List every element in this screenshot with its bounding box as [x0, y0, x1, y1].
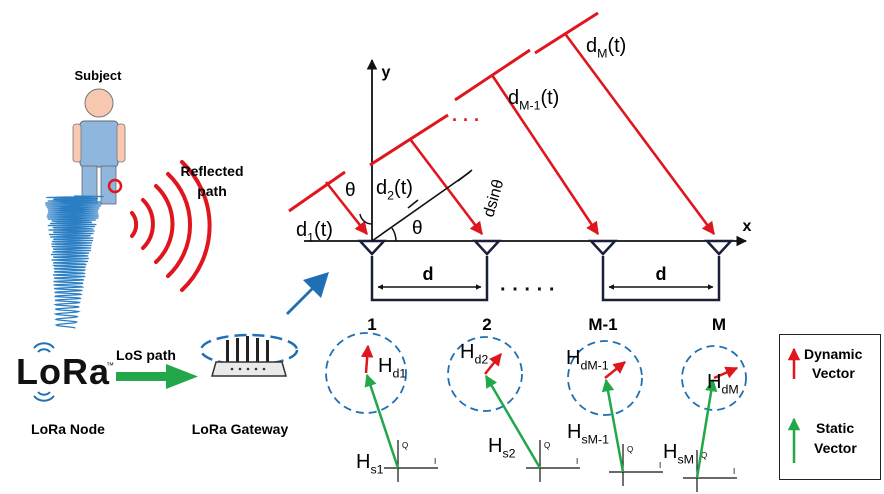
- dsin-theta-label: dsinθ: [481, 178, 508, 220]
- wavefront-line: [371, 171, 471, 242]
- legend-dynamic-line2: Vector: [812, 365, 855, 381]
- dynamic-range-circle: [567, 340, 643, 416]
- phasor-diagram-3: Q I HsM-1 HdM-1: [566, 340, 663, 486]
- dynamic-range-circle: [681, 345, 747, 411]
- incident-ray-1: [324, 181, 369, 236]
- phasor-diagram-4: Q I HsM HdM: [663, 345, 747, 492]
- lora-gateway-label: LoRa Gateway: [192, 421, 289, 437]
- q-axis-label: Q: [402, 441, 408, 450]
- antenna-label-1: 1: [367, 315, 376, 334]
- q-axis-label: Q: [544, 441, 550, 450]
- incident-ray-4: [564, 34, 716, 236]
- q-axis-label: Q: [627, 445, 633, 454]
- incident-rays: d1(t) d2(t) dM-1(t) dM(t): [288, 11, 716, 245]
- legend-static-line1: Static: [816, 420, 854, 436]
- upper-dots: · · ·: [452, 110, 480, 130]
- static-vector-label-3: HsM-1: [567, 421, 609, 447]
- antenna-4-icon: [704, 239, 734, 256]
- lora-chirp-signal: [45, 195, 104, 329]
- blue-direction-arrow: [286, 272, 329, 315]
- antenna-3-icon: [588, 239, 618, 256]
- dynamic-vector-label-4: HdM: [707, 371, 739, 397]
- spacing-label-1: d: [423, 264, 434, 284]
- phasor-diagram-1: Q I Hs1 Hd1: [325, 332, 438, 482]
- dynamic-vector-label-3: HdM-1: [566, 347, 609, 373]
- legend-static-line2: Vector: [814, 440, 857, 456]
- dynamic-vector-arrow: [713, 366, 739, 380]
- reflected-path-label-2: path: [197, 183, 227, 199]
- antenna-label-2: 2: [482, 315, 491, 334]
- wavefront-bar-2: [369, 113, 449, 167]
- static-vector-arrow: [484, 374, 542, 469]
- y-axis-label: y: [382, 64, 391, 81]
- theta-arc-upper: [359, 213, 373, 225]
- dynamic-range-circle: [447, 336, 523, 412]
- distance-label-3: dM-1(t): [508, 87, 559, 113]
- i-axis-label: I: [576, 457, 578, 466]
- theta-label-lower: θ: [412, 218, 423, 239]
- distance-label-1: d1(t): [296, 219, 333, 245]
- reflected-wave-arcs: [130, 160, 212, 292]
- theta-label-upper: θ: [345, 180, 356, 201]
- dynamic-vector-label-2: Hd2: [460, 341, 488, 367]
- antenna-label-3: M-1: [588, 315, 617, 334]
- antenna-array: [357, 239, 734, 256]
- legend-dynamic-line1: Dynamic: [804, 346, 863, 362]
- dynamic-range-circle: [325, 332, 407, 414]
- lora-node-label: LoRa Node: [31, 421, 105, 437]
- svg-text:™: ™: [106, 361, 114, 370]
- los-path-arrow: [116, 364, 198, 389]
- subject-label: Subject: [75, 68, 123, 83]
- phasor-diagram-2: Q I Hs2 Hd2: [447, 336, 580, 482]
- wavefront-bar-4: [534, 11, 599, 55]
- subject-person-icon: [72, 88, 126, 205]
- i-axis-label: I: [733, 467, 735, 476]
- distance-label-4: dM(t): [586, 35, 626, 61]
- static-vector-label-2: Hs2: [488, 435, 516, 461]
- x-axis-label: x: [743, 218, 752, 235]
- i-axis-label: I: [434, 457, 436, 466]
- spacing-bracket-1: [370, 256, 489, 302]
- static-vector-label-1: Hs1: [356, 451, 384, 477]
- theta-arc-lower: [391, 227, 397, 242]
- lora-logo: LoRa ™: [16, 342, 114, 402]
- dynamic-vector-arrow: [484, 353, 502, 375]
- incident-ray-2: [408, 138, 484, 236]
- spacing-label-2: d: [656, 264, 667, 284]
- antenna-2-icon: [472, 239, 502, 256]
- dynamic-vector-arrow: [360, 344, 374, 374]
- q-axis-label: Q: [701, 451, 707, 460]
- dsin-tick-top: [457, 169, 473, 182]
- dynamic-vector-arrow: [604, 361, 626, 379]
- projection-line: [407, 199, 419, 209]
- svg-text:LoRa: LoRa: [16, 351, 110, 392]
- wavefront-bar-1: [288, 170, 346, 213]
- array-ellipsis: · · · · ·: [500, 279, 556, 301]
- dynamic-vector-label-1: Hd1: [378, 355, 406, 381]
- static-vector-arrow: [601, 378, 625, 473]
- static-vector-label-4: HsM: [663, 441, 694, 467]
- i-axis-label: I: [659, 461, 661, 470]
- antenna-label-4: M: [712, 315, 726, 334]
- static-vector-arrow: [695, 378, 718, 479]
- static-vector-arrow: [364, 373, 400, 469]
- los-path-label: LoS path: [116, 347, 176, 363]
- antenna-1-icon: [357, 239, 387, 256]
- distance-label-2: d2(t): [376, 177, 413, 203]
- antenna-index-labels: 1 2 M-1 M: [367, 315, 726, 334]
- incident-ray-3: [490, 74, 600, 236]
- spacing-bracket-2: [601, 256, 721, 302]
- lora-gateway-icon: [199, 333, 299, 377]
- vector-legend: Dynamic Vector Static Vector: [779, 334, 881, 480]
- reflected-path-label-1: Reflected: [180, 163, 243, 179]
